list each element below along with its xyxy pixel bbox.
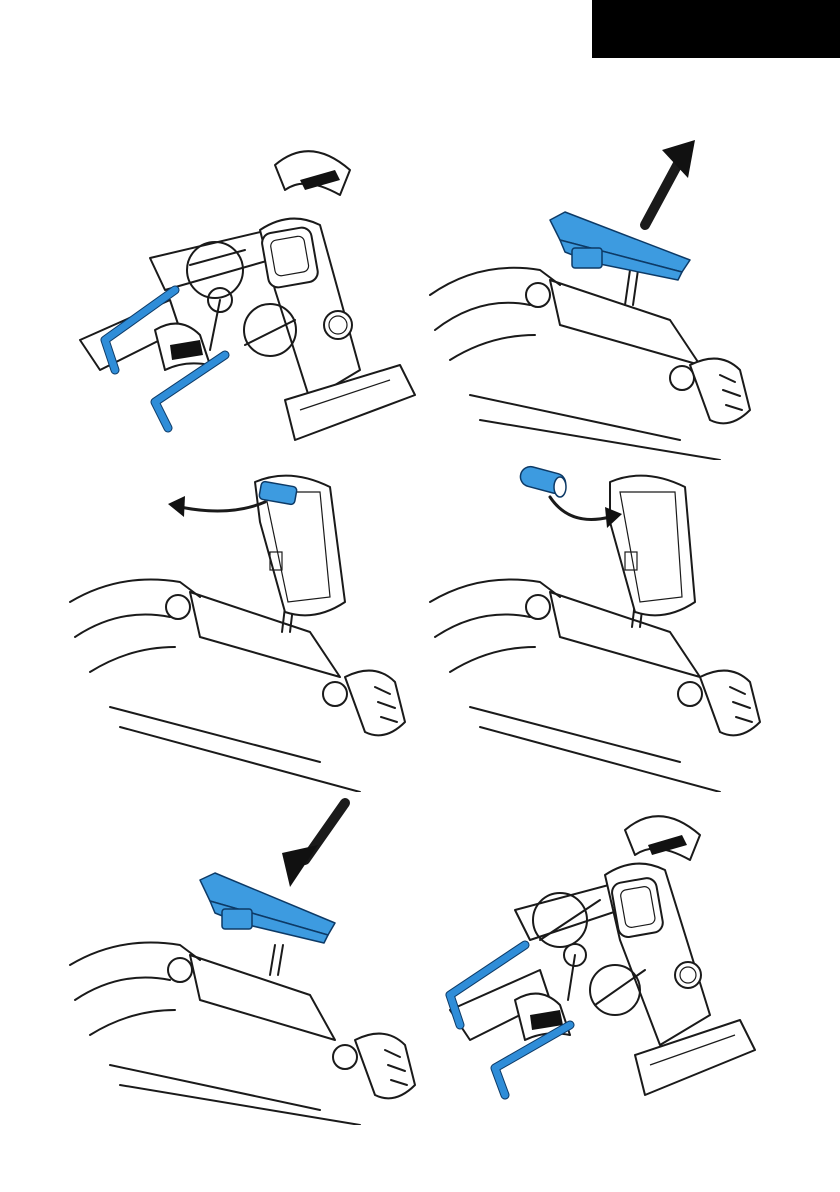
bike-frame — [430, 580, 760, 793]
battery-compartment — [610, 476, 695, 616]
step-6-tighten-screws-illustration — [420, 800, 840, 1130]
tension-knob — [324, 311, 352, 339]
section-tab — [592, 0, 840, 58]
bike-frame — [450, 816, 755, 1095]
step-2-remove-display-illustration — [420, 120, 840, 460]
bike-frame — [70, 943, 415, 1126]
pedal-top — [275, 151, 350, 195]
curved-arrow-icon — [168, 496, 265, 517]
display-unit-blue — [550, 212, 690, 280]
display-unit — [261, 226, 320, 289]
bike-frame — [430, 268, 750, 460]
display-unit-blue — [200, 873, 335, 943]
display-unit — [610, 877, 664, 939]
step-5-attach-display-illustration — [60, 795, 430, 1125]
bike-frame — [70, 580, 405, 793]
pedal-top — [625, 816, 700, 860]
step-3-remove-battery-illustration — [60, 462, 430, 792]
tension-knob — [675, 962, 701, 988]
step-1-loosen-screws-illustration — [60, 140, 420, 460]
arrow-up-icon — [645, 140, 695, 225]
arrow-down-icon — [282, 803, 345, 887]
bike-frame — [80, 151, 415, 440]
step-4-insert-battery-illustration — [420, 462, 840, 792]
battery-blue — [518, 464, 568, 497]
